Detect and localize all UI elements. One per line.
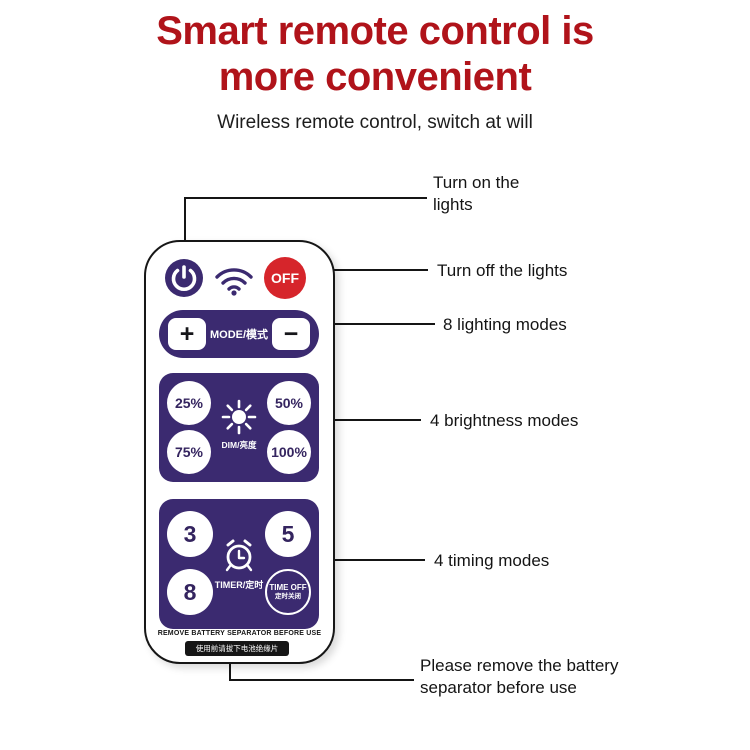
- timer-3-button[interactable]: 3: [167, 511, 213, 557]
- callout-line-timing-modes: [333, 559, 425, 561]
- power-icon: [164, 259, 204, 302]
- callout-line-brightness-modes: [333, 419, 421, 421]
- callout-line-turn-off: [306, 269, 428, 271]
- off-button[interactable]: OFF: [264, 257, 306, 299]
- brightness-75-button[interactable]: 75%: [167, 430, 211, 474]
- timer-5-button[interactable]: 5: [265, 511, 311, 557]
- timer-8-button[interactable]: 8: [167, 569, 213, 615]
- callout-turn-off-lights: Turn off the lights: [437, 261, 568, 280]
- brightness-100-button[interactable]: 100%: [267, 430, 311, 474]
- battery-separator-strip: 使用前请拔下电池绝缘片: [185, 641, 289, 656]
- dim-label: DIM/亮度: [221, 440, 257, 450]
- page-title: Smart remote control is more convenient: [156, 9, 594, 100]
- time-off-label: TIME OFF: [269, 583, 307, 593]
- remote-control-body: OFF + MODE/模式 − 25% 50% 75% 100%: [144, 240, 335, 664]
- page-subtitle: Wireless remote control, switch at will: [217, 112, 533, 133]
- brightness-50-button[interactable]: 50%: [267, 381, 311, 425]
- callout-turn-on-lights: Turn on the lights: [433, 173, 520, 214]
- callout-line-battery-h: [229, 679, 414, 681]
- alarm-clock-icon: [221, 537, 257, 573]
- callout-line-battery-v: [229, 660, 231, 681]
- power-button[interactable]: [164, 258, 204, 298]
- callout-brightness-modes: 4 brightness modes: [430, 411, 579, 430]
- callout-battery-note: Please remove the battery separator befo…: [420, 656, 619, 697]
- callout-line-turn-on-v: [184, 197, 186, 240]
- callout-lighting-modes: 8 lighting modes: [443, 315, 567, 334]
- timer-panel: 3 5 8 TIME OFF 定时关闭 TIMER/定时: [159, 499, 319, 629]
- wifi-signal-icon: [212, 264, 256, 296]
- timer-label: TIMER/定时: [214, 580, 264, 590]
- brightness-25-button[interactable]: 25%: [167, 381, 211, 425]
- time-off-sub-label: 定时关闭: [275, 592, 301, 600]
- callout-line-lighting-modes: [312, 323, 435, 325]
- brightness-panel: 25% 50% 75% 100%: [159, 373, 319, 482]
- callout-timing-modes: 4 timing modes: [434, 551, 550, 570]
- callout-line-turn-on-h: [184, 197, 427, 199]
- mode-panel: + MODE/模式 −: [159, 310, 319, 358]
- plus-button[interactable]: +: [168, 318, 206, 350]
- sun-brightness-icon: [221, 399, 257, 435]
- battery-warning-text: REMOVE BATTERY SEPARATOR BEFORE USE: [157, 630, 322, 637]
- time-off-button[interactable]: TIME OFF 定时关闭: [265, 569, 311, 615]
- minus-button[interactable]: −: [272, 318, 310, 350]
- mode-label: MODE/模式: [209, 329, 269, 341]
